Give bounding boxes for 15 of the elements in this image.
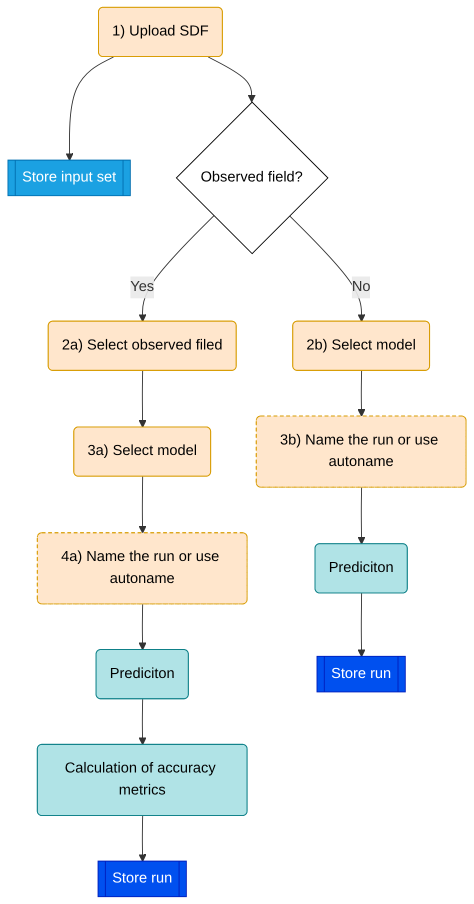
arrow [138,604,147,650]
arrow [357,592,366,658]
arrow [66,56,114,161]
arrow [138,698,147,746]
arrow [208,56,256,103]
arrow [138,370,147,428]
arrow [138,816,147,862]
arrow [358,487,366,545]
arrow [138,215,214,322]
edge-label: No [352,279,370,295]
node-diamond: Observed field? [176,102,329,254]
edge-label: Yes [130,279,154,295]
arrow [357,370,366,417]
arrow [138,476,147,534]
arrow [289,215,366,322]
